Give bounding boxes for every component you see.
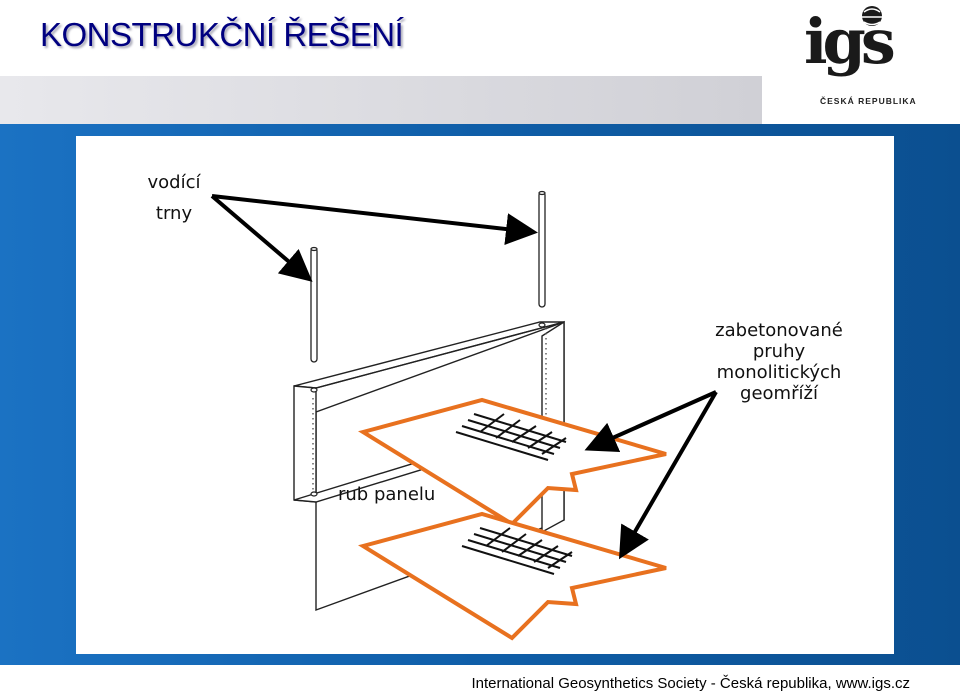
label-guide-line: trny [155,203,193,224]
logo-subtitle: ČESKÁ REPUBLIKA [820,96,917,106]
igs-logo: igs ČESKÁ REPUBLIKA [804,2,920,110]
label-panel-back: rub panelu [338,484,436,505]
pointer-arrow [584,390,718,560]
globe-icon [862,6,882,26]
diagram-panel: vodící trny zabetonované pruhy monolitic… [76,136,894,654]
pointer-arrow [210,194,538,282]
label-guide-pins: vodící trny [134,172,214,224]
logo-wordmark: igs [804,5,896,78]
page-title: KONSTRUKČNÍ ŘEŠENÍ [40,16,404,53]
guide-pin [310,246,318,363]
footer-text: International Geosynthetics Society - Če… [471,675,910,692]
label-geogrid-strips: zabetonované pruhy monolitických geomříž… [704,320,854,404]
label-strips-line: geomříží [740,383,818,404]
label-guide-line: vodící [147,172,201,193]
label-strips-line: zabetonované [715,320,843,341]
pin-hole [310,322,546,497]
panel-diagram [210,190,718,641]
panel-dotted-joint [312,328,547,496]
label-strips-line: pruhy [752,341,806,362]
label-strips-line: monolitických [716,362,842,383]
guide-pin [538,190,546,308]
header-band [0,76,762,124]
geogrid-strip [358,397,667,527]
geogrid-strip [358,511,667,641]
